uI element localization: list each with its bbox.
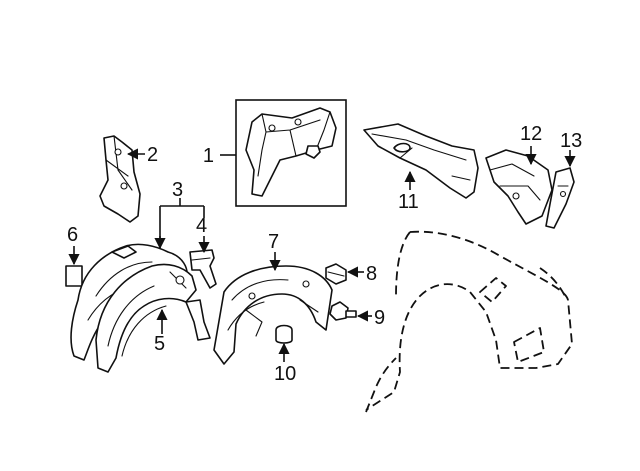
callout-3-bracket bbox=[154, 198, 205, 250]
callout-4: 4 bbox=[196, 215, 207, 237]
callout-5: 5 bbox=[154, 333, 165, 355]
callout-8: 8 bbox=[366, 263, 377, 285]
part-4-bracket bbox=[189, 236, 217, 289]
callout-2: 2 bbox=[147, 144, 158, 166]
callout-12: 12 bbox=[520, 123, 542, 145]
part-2-pillar bbox=[99, 135, 145, 223]
part-6-pad bbox=[65, 246, 83, 287]
callout-9: 9 bbox=[374, 307, 385, 329]
callout-13: 13 bbox=[560, 130, 582, 152]
part-9-bolt bbox=[329, 301, 372, 322]
callout-1: 1 bbox=[203, 145, 214, 167]
part-1-bracket bbox=[220, 99, 347, 207]
callout-7: 7 bbox=[268, 231, 279, 253]
part-5-inner-wheelhouse bbox=[95, 263, 211, 373]
callout-10: 10 bbox=[274, 363, 296, 385]
callout-6: 6 bbox=[67, 224, 78, 246]
quarter-panel-outline bbox=[365, 230, 573, 413]
callout-3: 3 bbox=[172, 179, 183, 201]
part-10-clip bbox=[275, 324, 293, 362]
part-8-fastener bbox=[325, 263, 364, 285]
part-12-extension-panel bbox=[485, 146, 553, 225]
part-7-wheel-liner bbox=[213, 252, 333, 365]
part-13-brace bbox=[545, 150, 576, 229]
callout-11: 11 bbox=[398, 191, 419, 213]
part-11-quarter-inner-panel bbox=[363, 123, 479, 199]
